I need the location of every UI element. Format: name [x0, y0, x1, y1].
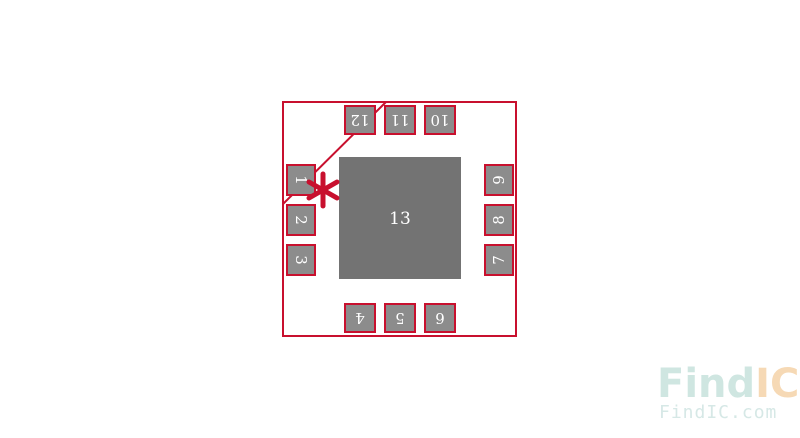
pad-9-label: 9 [490, 175, 508, 185]
package-outline [282, 101, 517, 337]
pad-7-label: 7 [490, 255, 508, 265]
pad-11-label: 11 [390, 111, 409, 129]
pad-6: 6 [424, 303, 456, 333]
pad-12: 12 [344, 105, 376, 135]
watermark-url: FindIC.com [659, 402, 777, 423]
pad-1: 1 [286, 164, 316, 196]
pad-4: 4 [344, 303, 376, 333]
pad-6-label: 6 [435, 309, 445, 327]
pad-3: 3 [286, 244, 316, 276]
exposed-pad: 13 [339, 157, 461, 279]
pad-2-label: 2 [292, 215, 310, 225]
pad-9: 9 [484, 164, 514, 196]
pad-7: 7 [484, 244, 514, 276]
svg-text:FindIC: FindIC [657, 361, 799, 407]
pad-5-label: 5 [395, 309, 405, 327]
pad-4-label: 4 [355, 309, 365, 327]
findic-watermark: FindIC FindIC.com [657, 361, 799, 423]
pad-3-label: 3 [292, 255, 310, 265]
pad-5: 5 [384, 303, 416, 333]
pad-12-label: 12 [350, 111, 369, 129]
exposed-pad-label: 13 [389, 209, 411, 229]
watermark-find: Find [657, 361, 755, 407]
pad-8: 8 [484, 204, 514, 236]
pad-2: 2 [286, 204, 316, 236]
pad-1-label: 1 [292, 175, 310, 185]
pad-10-label: 10 [430, 111, 449, 129]
pad-11: 11 [384, 105, 416, 135]
pad-10: 10 [424, 105, 456, 135]
pin1-asterisk-icon [306, 171, 340, 209]
watermark-ic: IC [755, 361, 799, 407]
pad-8-label: 8 [490, 215, 508, 225]
exposed-pad-rect [339, 157, 461, 279]
